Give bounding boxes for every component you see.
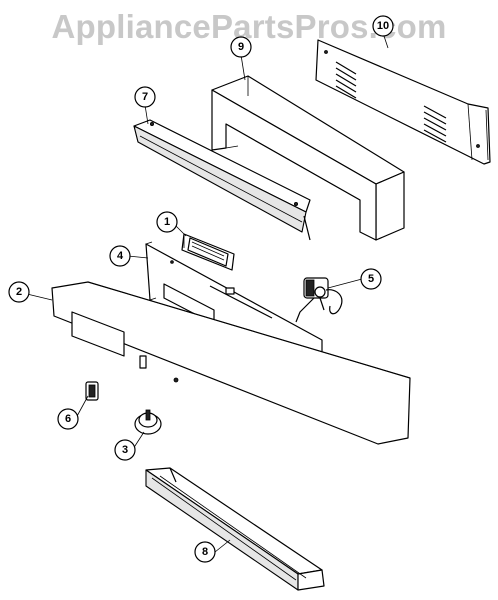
callout-9: 9	[230, 36, 252, 58]
part-10-rear-panel	[315, 39, 491, 165]
part-5-selector-switch	[295, 277, 343, 323]
callout-label-5: 5	[368, 273, 374, 285]
callout-label-2: 2	[16, 286, 22, 298]
callout-1: 1	[156, 211, 178, 233]
callout-label-4: 4	[117, 250, 124, 262]
callout-8: 8	[194, 541, 216, 563]
part-8-lower-rail	[145, 467, 325, 591]
callout-label-7: 7	[142, 91, 148, 103]
callout-label-8: 8	[202, 546, 208, 558]
callout-label-1: 1	[164, 216, 170, 228]
part-2-front-panel	[51, 281, 411, 445]
callout-label-6: 6	[65, 413, 71, 425]
vent-slots-left	[335, 61, 357, 99]
callout-label-10: 10	[377, 20, 389, 32]
callout-3: 3	[114, 439, 136, 461]
part-7-upper-rail	[133, 119, 311, 241]
callout-5: 5	[360, 268, 382, 290]
callout-label-9: 9	[238, 41, 244, 53]
callout-label-3: 3	[122, 444, 128, 456]
part-9-hood	[211, 75, 405, 241]
callout-6: 6	[57, 408, 79, 430]
part-1-display-module	[181, 233, 235, 271]
part-6-rocker-switch	[85, 381, 99, 401]
part-3-knob	[134, 409, 162, 435]
callout-2: 2	[8, 281, 30, 303]
callout-7: 7	[134, 86, 156, 108]
callout-10: 10	[372, 15, 394, 37]
vent-slots-right	[423, 105, 447, 143]
callout-4: 4	[109, 245, 131, 267]
